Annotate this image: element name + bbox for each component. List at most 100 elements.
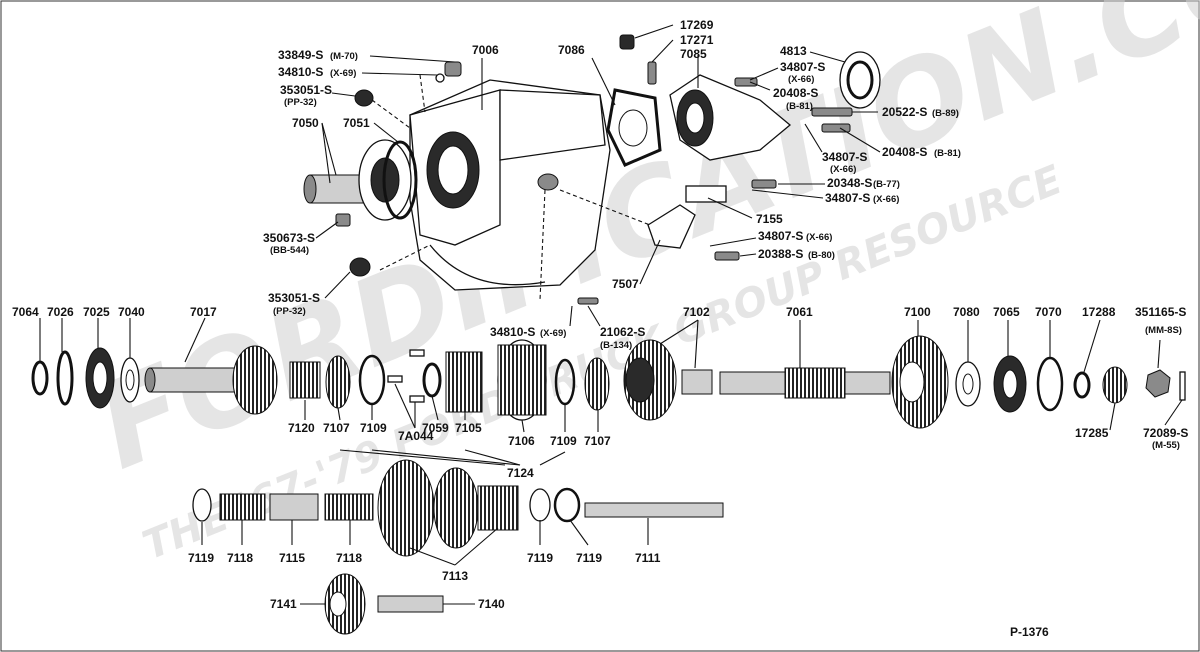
bolt-20408-b [821,123,851,133]
label-7006: 7006 [472,43,499,57]
bracket-7507 [647,204,696,249]
gear-7102 [623,339,677,421]
bearing-7120 [289,361,321,399]
label-17269: 17269 [680,18,714,32]
label-20408-a-sub: (B-81) [786,101,813,112]
label-17288: 17288 [1082,305,1116,319]
label-7059: 7059 [422,421,449,435]
washer-7080 [955,361,981,407]
label-34807-c-sub: (X-66) [873,194,899,205]
idler-shaft-7140 [377,595,444,613]
label-7A044: 7A044 [398,429,434,443]
ring-7107-b [584,357,610,411]
label-7106: 7106 [508,434,535,448]
label-7100: 7100 [904,305,931,319]
bushing-7102 [681,369,713,395]
watermark-main: FORDIFICATION.COM [79,0,1200,496]
label-353051-a: 353051-S [280,83,332,97]
label-7086: 7086 [558,43,585,57]
bolt-33849 [444,61,462,77]
mainshaft-7061 [719,367,891,399]
label-34807-c: 34807-S [825,191,870,205]
snap-ring-7026 [56,350,74,406]
fitting-350673 [335,213,351,227]
label-20408-b-sub: (B-81) [934,148,961,159]
bearing-retainer-7050 [303,139,412,221]
label-7051: 7051 [343,116,370,130]
label-7111: 7111 [635,551,661,565]
leader-lines [39,24,1183,605]
washer-7119-c [553,487,581,523]
gear-7100 [891,335,949,429]
label-350673: 350673-S [263,231,315,245]
label-7061: 7061 [786,305,813,319]
label-7118-b: 7118 [336,551,362,565]
label-20408-b: 20408-S [882,145,927,159]
label-351165: 351165-S [1135,305,1186,319]
ring-7107-a [325,355,351,409]
label-7140: 7140 [478,597,505,611]
vent-17269 [619,34,635,50]
seal-4813 [839,51,881,109]
label-7109-b: 7109 [550,434,577,448]
label-7109-a: 7109 [360,421,387,435]
label-7120: 7120 [288,421,315,435]
label-7064: 7064 [12,305,39,319]
label-7141: 7141 [270,597,297,611]
label-7115: 7115 [279,551,305,565]
label-7085: 7085 [680,47,707,61]
label-7119-a: 7119 [188,551,214,565]
label-350673-sub: (BB-544) [270,245,309,256]
label-7124: 7124 [507,466,534,480]
label-7070: 7070 [1035,305,1062,319]
washer-7119-b [529,488,551,522]
extension-housing-7085 [669,74,792,161]
label-7065: 7065 [993,305,1020,319]
transmission-case-7006 [409,79,611,291]
input-shaft-7017 [144,345,278,415]
nut-351165 [1145,369,1171,398]
gasket-7051 [382,140,418,220]
fitting-17271 [647,61,657,85]
gasket-7086 [606,88,662,167]
gear-17285 [1102,366,1128,404]
label-353051-b-sub: (PP-32) [273,306,306,317]
label-7155: 7155 [756,212,783,226]
label-72089-sub: (M-55) [1152,440,1180,451]
label-72089: 72089-S [1143,426,1188,440]
spacer-7115 [269,493,319,521]
label-34807-d: 34807-S [758,229,803,243]
label-7102: 7102 [683,305,710,319]
plug-353051-b [349,257,371,277]
label-17271: 17271 [680,33,714,47]
bolt-20388 [714,251,740,261]
label-17285: 17285 [1075,426,1109,440]
plate-7155 [685,185,727,203]
plug-353051-a [354,89,374,107]
label-33849-sub: (M-70) [330,51,358,62]
label-7119-c: 7119 [576,551,602,565]
label-7107-b: 7107 [584,434,611,448]
label-7118-a: 7118 [227,551,253,565]
washer-7119-a [192,488,212,522]
label-7107-a: 7107 [323,421,350,435]
label-7507: 7507 [612,277,639,291]
label-34810-b: 34810-S [490,325,535,339]
label-7080: 7080 [953,305,980,319]
reverse-idler-gear-7141 [324,573,366,635]
part-labels: 7064 7026 7025 7040 7017 7120 7107 7109 … [12,18,1188,639]
label-7025: 7025 [83,305,110,319]
label-34807-a: 34807-S [780,60,825,74]
pin-72089 [1179,371,1186,401]
label-7040: 7040 [118,305,145,319]
label-20388-sub: (B-80) [808,250,835,261]
label-34810-a-sub: (X-69) [330,68,356,79]
label-7113: 7113 [442,569,468,583]
bearing-7118-a [219,493,266,521]
label-34810-b-sub: (X-69) [540,328,566,339]
label-21062: 21062-S [600,325,645,339]
label-7050: 7050 [292,116,319,130]
label-7026: 7026 [47,305,74,319]
